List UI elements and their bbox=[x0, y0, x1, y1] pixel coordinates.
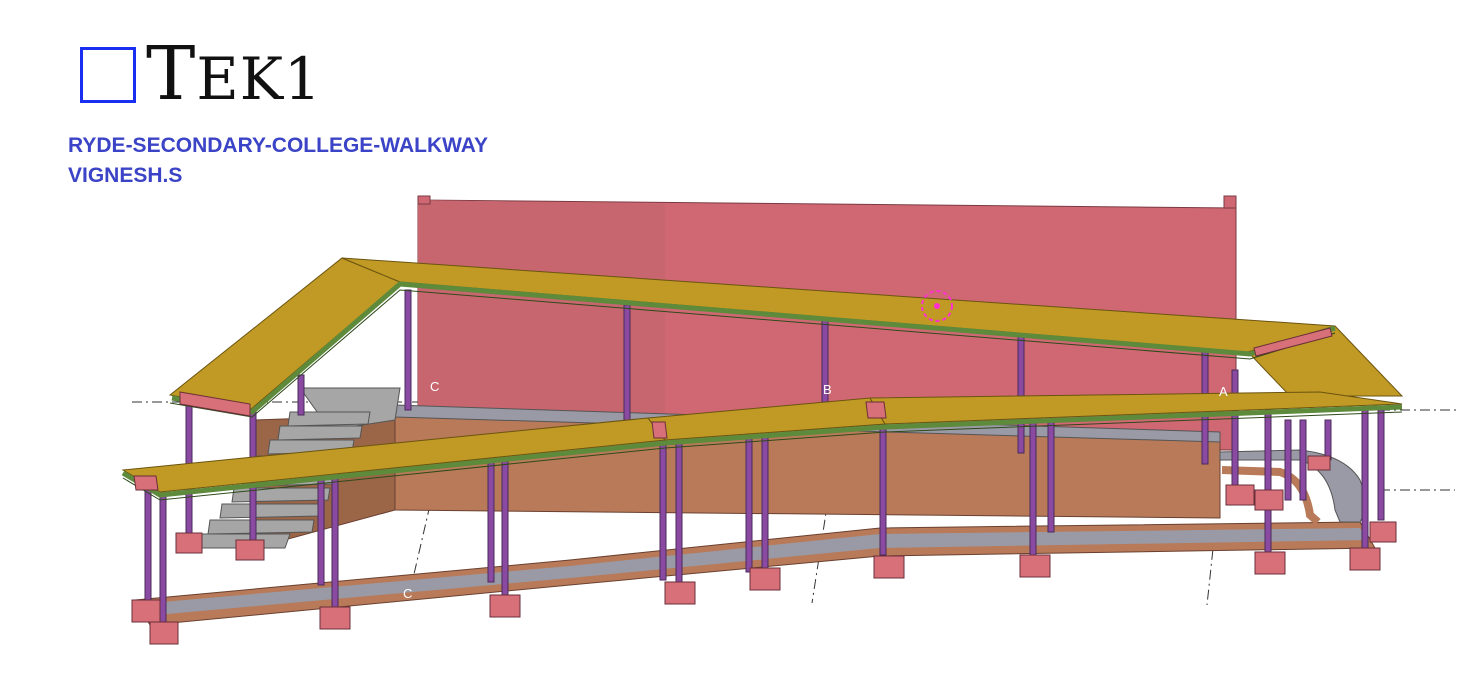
project-name: RYDE-SECONDARY-COLLEGE-WALKWAY bbox=[68, 134, 489, 157]
grid-label-c-top: C bbox=[430, 379, 439, 394]
footings bbox=[131, 455, 1397, 645]
lower-roof bbox=[121, 391, 1403, 501]
upper-roof bbox=[168, 257, 1404, 418]
grid-label-a: A bbox=[1219, 384, 1228, 399]
orbit-target-icon[interactable] bbox=[921, 290, 953, 322]
logo-initial: T bbox=[146, 31, 197, 117]
logo-rest: EK1 bbox=[196, 45, 322, 113]
grid-label-b: B bbox=[823, 382, 832, 397]
project-info: RYDE-SECONDARY-COLLEGE-WALKWAY VIGNESH.S bbox=[68, 131, 488, 191]
grid-label-c-bottom: C bbox=[403, 586, 412, 601]
square-outline-icon bbox=[80, 47, 136, 103]
project-author: VIGNESH.S bbox=[68, 164, 183, 187]
logo-wordmark: TEK1 bbox=[146, 34, 322, 119]
